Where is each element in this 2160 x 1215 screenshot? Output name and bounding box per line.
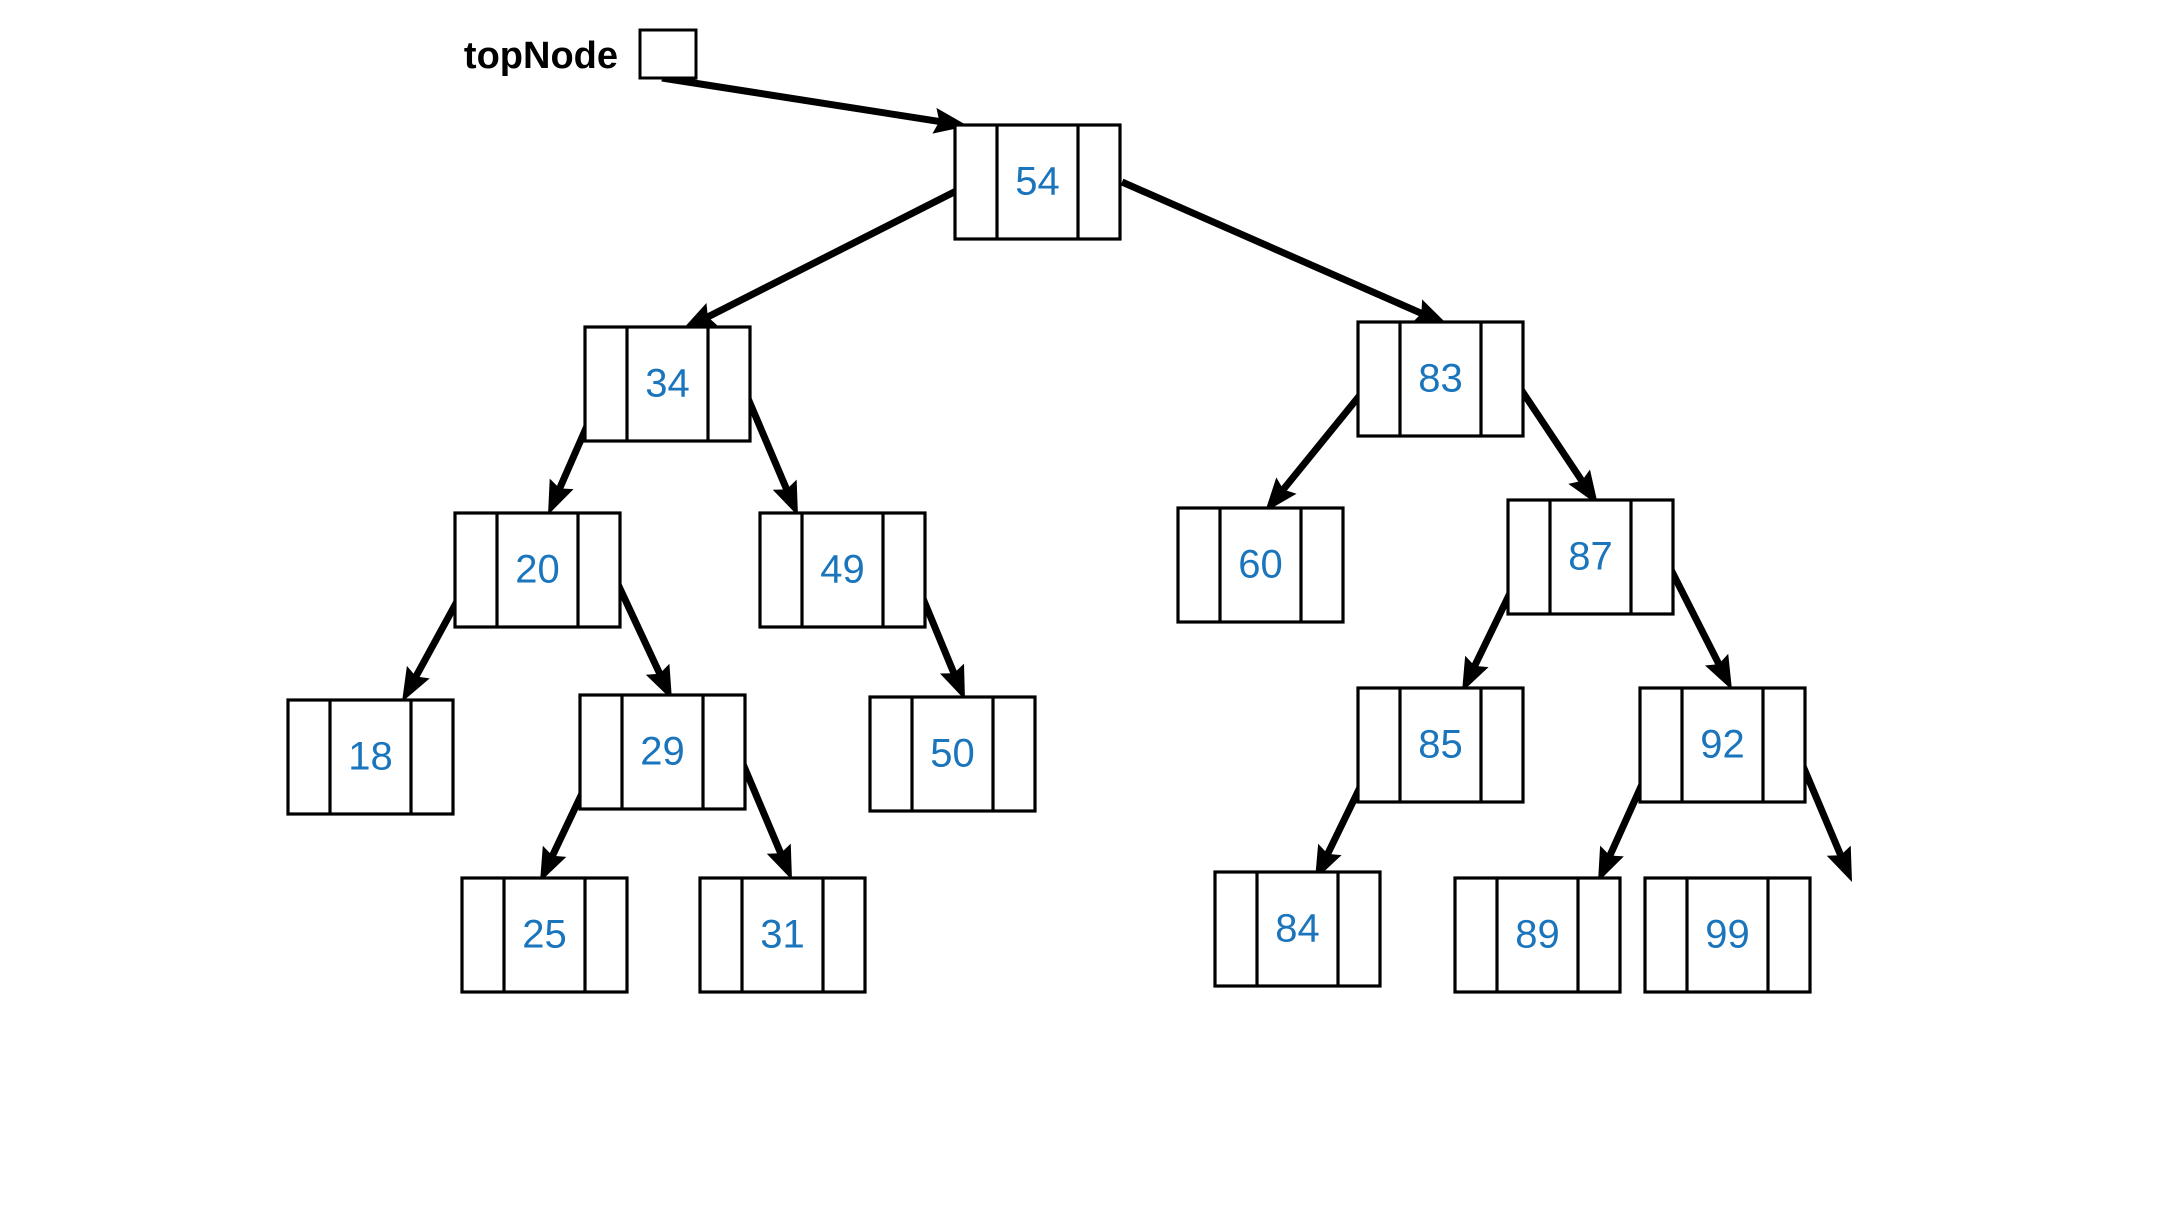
node-outline: [758, 511, 927, 629]
edge-arrowhead: [645, 663, 672, 700]
node-value-label: 89: [1515, 913, 1560, 957]
tree-node-31[interactable]: 31: [698, 876, 867, 994]
topnode-label: topNode: [464, 35, 618, 77]
node-outline: [460, 876, 629, 994]
tree-node-20[interactable]: 20: [453, 511, 622, 629]
node-value-label: 84: [1275, 907, 1320, 951]
tree-node-84[interactable]: 84: [1213, 870, 1382, 988]
node-outline: [286, 698, 455, 816]
node-value-label: 54: [1015, 160, 1060, 204]
node-value-label: 29: [640, 730, 685, 774]
edge-arrowhead: [1462, 655, 1489, 692]
tree-node-92[interactable]: 92: [1638, 686, 1807, 804]
tree-node-18[interactable]: 18: [286, 698, 455, 816]
edge-arrowhead: [1568, 469, 1598, 505]
node-value-label: 60: [1238, 543, 1283, 587]
edge-arrowhead: [682, 303, 719, 330]
tree-node-49[interactable]: 49: [758, 511, 927, 629]
edge-arrowhead: [548, 478, 574, 515]
node-value-label: 25: [522, 913, 567, 957]
tree-node-85[interactable]: 85: [1356, 686, 1525, 804]
node-outline: [1213, 870, 1382, 988]
edge-arrowhead: [540, 845, 567, 882]
edge-arrowhead: [939, 663, 965, 700]
node-value-label: 31: [760, 913, 805, 957]
node-outline: [1356, 686, 1525, 804]
node-outline: [1176, 506, 1345, 624]
tree-node-99[interactable]: 99: [1643, 876, 1812, 994]
node-value-label: 85: [1418, 723, 1463, 767]
node-outline: [1643, 876, 1812, 994]
tree-node-54[interactable]: 54: [953, 123, 1122, 241]
node-value-label: 50: [930, 732, 975, 776]
edge-arrowhead: [766, 843, 792, 880]
node-outline: [953, 123, 1122, 241]
nodes-layer: 54 34 83 20 49 60 87 18 29 50 85 92 25 31 84 89 99: [286, 123, 1812, 994]
topnode-pointer-layer: topNode: [464, 28, 698, 80]
node-outline: [453, 511, 622, 629]
tree-edge: [682, 181, 970, 330]
tree-node-89[interactable]: 89: [1453, 876, 1622, 994]
tree-node-34[interactable]: 34: [583, 325, 752, 443]
node-value-label: 18: [348, 735, 393, 779]
edge-arrowhead: [402, 665, 430, 702]
edge-shaft: [661, 74, 943, 126]
tree-node-60[interactable]: 60: [1176, 506, 1345, 624]
node-value-label: 99: [1705, 913, 1750, 957]
edge-arrowhead: [772, 479, 798, 516]
node-value-label: 34: [645, 362, 690, 406]
tree-node-83[interactable]: 83: [1356, 320, 1525, 438]
tree-node-50[interactable]: 50: [868, 695, 1037, 813]
node-value-label: 20: [515, 548, 560, 592]
node-outline: [1638, 686, 1807, 804]
tree-node-87[interactable]: 87: [1506, 498, 1675, 616]
node-outline: [868, 695, 1037, 813]
tree-node-25[interactable]: 25: [460, 876, 629, 994]
edge-arrowhead: [1826, 845, 1852, 882]
edge-arrowhead: [1265, 477, 1297, 512]
node-outline: [1453, 876, 1622, 994]
node-value-label: 92: [1700, 723, 1745, 767]
edge-arrowhead: [1411, 299, 1448, 325]
edge-arrowhead: [1598, 845, 1624, 882]
tree-node-29[interactable]: 29: [578, 693, 747, 811]
edge-arrowhead: [1705, 653, 1732, 690]
tree-edge: [1120, 178, 1448, 325]
node-outline: [583, 325, 752, 443]
edge-shaft: [1120, 178, 1426, 318]
node-outline: [1506, 498, 1675, 616]
node-outline: [698, 876, 867, 994]
node-value-label: 83: [1418, 357, 1463, 401]
node-value-label: 49: [820, 548, 865, 592]
edges-layer: [402, 74, 1852, 882]
node-outline: [1356, 320, 1525, 438]
node-value-label: 87: [1568, 535, 1613, 579]
node-outline: [578, 693, 747, 811]
edge-shaft: [703, 181, 970, 322]
tree-edge: [661, 74, 968, 134]
topnode-pointer-box[interactable]: [638, 28, 698, 80]
